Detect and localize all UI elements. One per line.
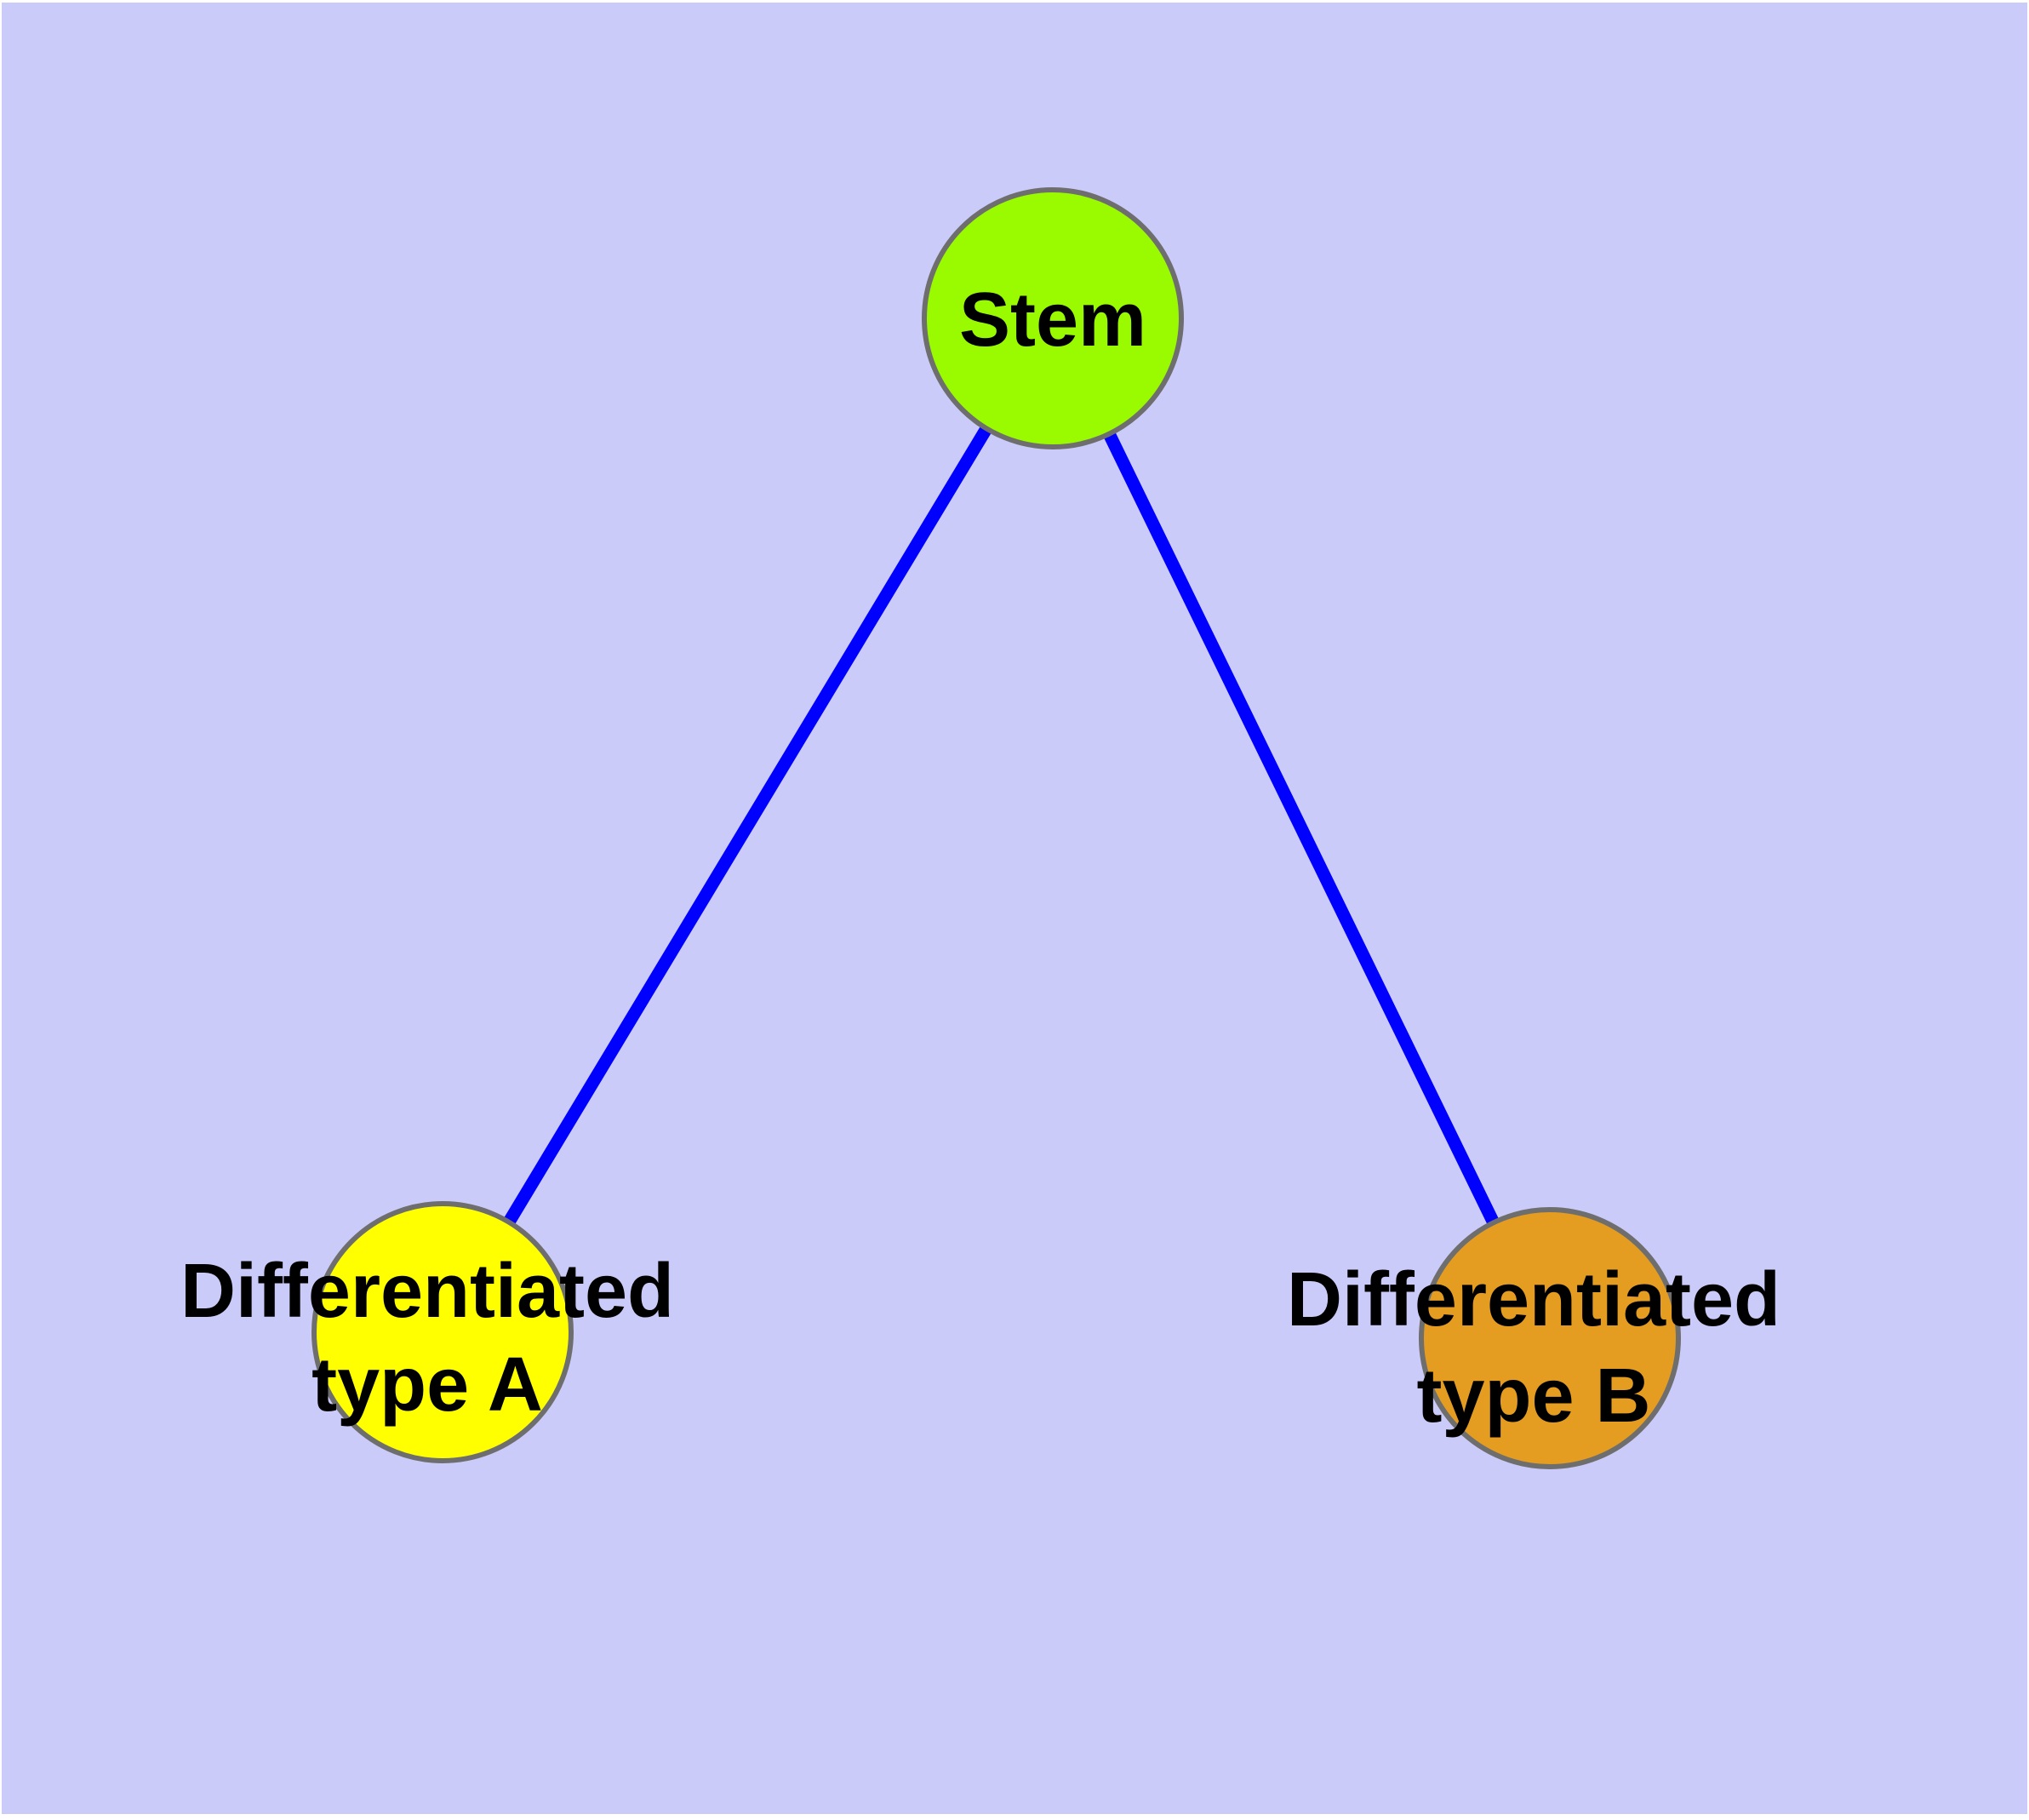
- node-differentiated-type-b: [1419, 1207, 1681, 1469]
- edge-stem-to-type-b: [1047, 315, 1556, 1342]
- edge-stem-to-type-a: [437, 315, 1059, 1336]
- node-stem-label: Stem: [959, 278, 1146, 363]
- node-type-a-label-line-1: Differentiated: [180, 1249, 674, 1334]
- node-differentiated-type-a: [311, 1201, 574, 1463]
- node-stem: [922, 187, 1184, 449]
- node-type-a-label-line-2: type A: [311, 1342, 543, 1428]
- node-type-b-label-line-2: type B: [1416, 1354, 1650, 1439]
- node-type-b-label-line-1: Differentiated: [1287, 1257, 1780, 1342]
